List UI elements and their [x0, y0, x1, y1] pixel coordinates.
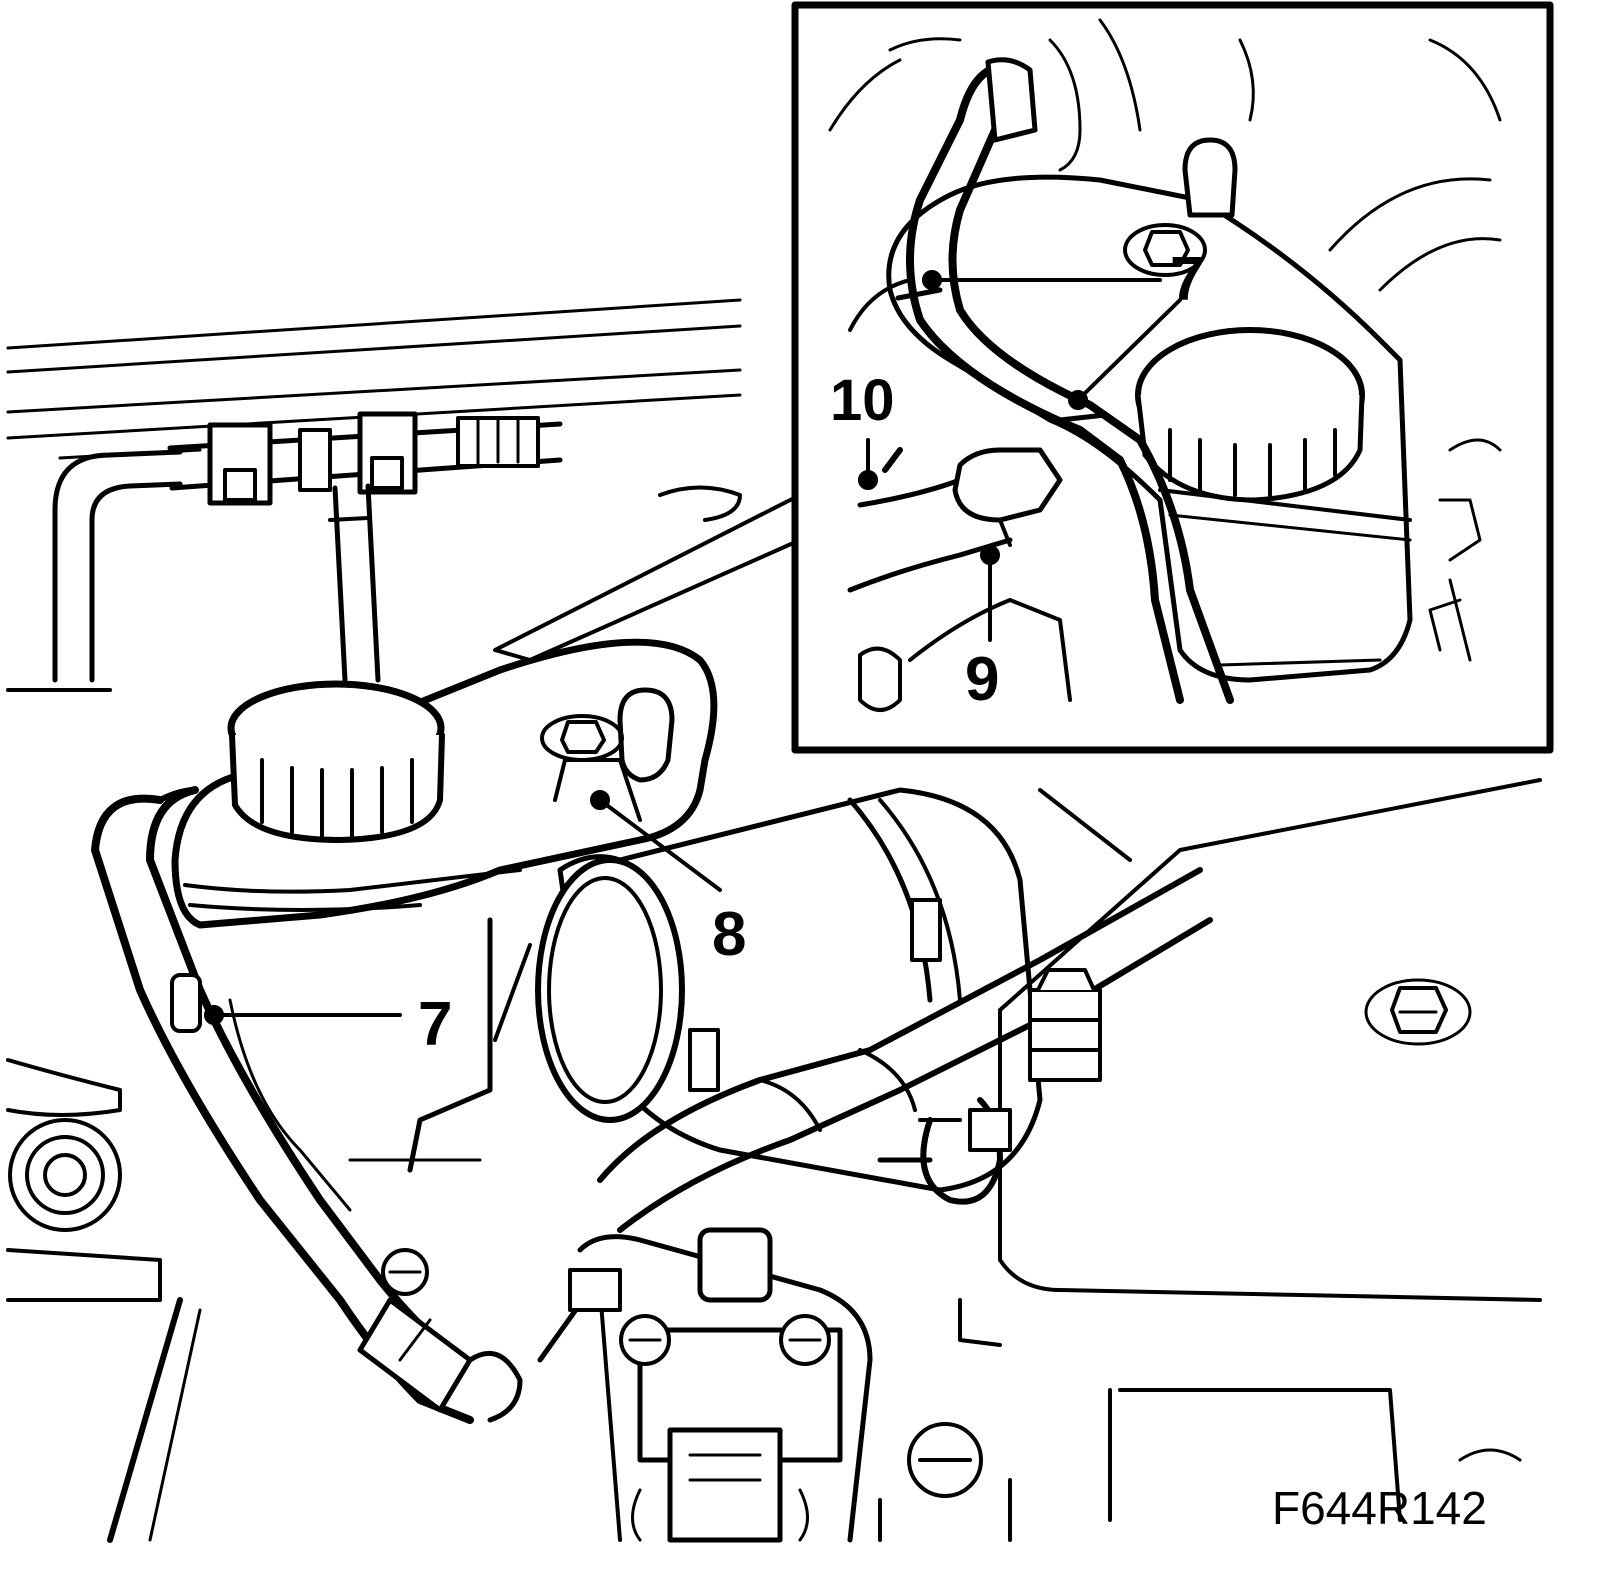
callout-labels: 7 8 7 10 9 F644R142 — [418, 245, 1487, 1534]
inset-upper-hose — [895, 57, 1234, 704]
wiring-harness — [228, 917, 532, 1212]
air-intake-tube — [535, 787, 1043, 1193]
sensor-housing — [577, 1227, 873, 1543]
figure-reference: F644R142 — [1272, 1482, 1487, 1534]
detail-inset — [493, 1, 1554, 754]
expansion-tank — [171, 638, 718, 929]
engine-cover — [998, 778, 1542, 1522]
inset-background-lines — [828, 18, 1502, 667]
coolant-hose-main — [91, 786, 622, 1424]
callout-7-inset: 7 — [1170, 245, 1204, 314]
bolt-sensor-left — [619, 1314, 671, 1366]
inset-lower-hose — [847, 447, 1072, 712]
bolt-sensor-right — [779, 1314, 831, 1366]
bolt-engine-cover — [1364, 978, 1472, 1046]
callout-10-inset: 10 — [830, 368, 895, 433]
bolt-8 — [540, 714, 642, 822]
inset-tank — [848, 137, 1413, 683]
left-mounting-plate — [6, 688, 202, 1543]
callout-8-main: 8 — [712, 900, 746, 969]
callout-7-main: 7 — [418, 990, 452, 1059]
leader-lines — [204, 270, 1182, 1025]
filler-cap — [227, 680, 445, 843]
radiator-hose — [597, 867, 1213, 1233]
callout-9-inset: 9 — [965, 645, 999, 714]
bolt-hose — [381, 1248, 429, 1296]
bolt-row — [878, 968, 1102, 1542]
top-fuel-lines — [52, 411, 563, 683]
